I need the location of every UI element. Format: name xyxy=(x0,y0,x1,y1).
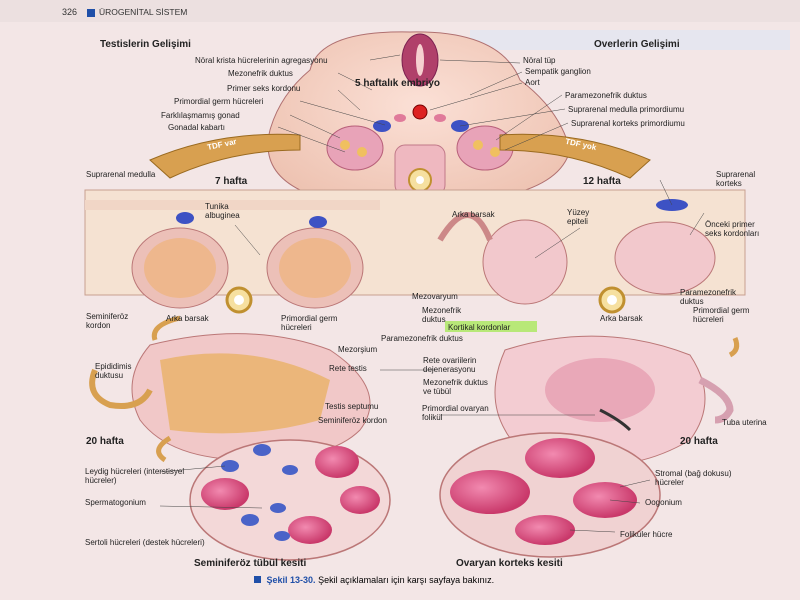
title-20-week-left: 20 hafta xyxy=(86,436,124,447)
figure-caption: Şekil 13-30. Şekil açıklamaları için kar… xyxy=(254,575,494,585)
label-primordial-germ-top: Primordial germ hücreleri xyxy=(174,97,264,106)
label-primordial-germ-right: Primordial germ hücreleri xyxy=(693,306,750,324)
label-uterine-tube: Tuba uterina xyxy=(722,418,767,427)
label-testis-septum: Testis septumu xyxy=(325,402,379,411)
label-mesonephric-duct-top: Mezonefrik duktus xyxy=(228,69,293,78)
label-mesonephric-duct-mid: Mezonefrik duktus xyxy=(422,306,462,324)
label-neural-crest: Nöral krista hücrelerinin agregasyonu xyxy=(195,56,328,65)
label-epididymis: Epididimis duktusu xyxy=(95,362,132,380)
label-hindgut-left: Arka barsak xyxy=(166,314,209,323)
label-seminiferous-cord-left: Seminiferöz kordon xyxy=(86,312,129,330)
label-sympathetic-ganglion: Sempatik ganglion xyxy=(525,67,591,76)
title-20-week-right: 20 hafta xyxy=(680,436,718,447)
label-mesorchium: Mezorşium xyxy=(338,345,378,354)
label-suprarenal-medulla-primordium: Suprarenal medulla primordiumu xyxy=(568,105,685,114)
title-seminiferous-section: Seminiferöz tübül kesiti xyxy=(194,558,307,569)
title-5-week-embryo: 5 haftalık embriyo xyxy=(355,78,441,89)
label-surface-epithelium: Yüzey epiteli xyxy=(567,208,590,226)
label-rete-testis: Rete testis xyxy=(329,364,367,373)
label-stromal-cells: Stromal (bağ dokusu) hücreler xyxy=(655,469,732,487)
label-suprarenal-cortex-primordium: Suprarenal korteks primordiumu xyxy=(571,119,685,128)
label-indifferent-gonad: Farklılaşmamış gonad xyxy=(161,111,240,120)
label-paramesonephric-right: Paramezonefrik duktus xyxy=(680,288,737,306)
label-follicular-cell: Foliküler hücre xyxy=(620,530,673,539)
label-paramesonephric-mid: Paramezonefrik duktus xyxy=(381,334,463,343)
label-mesonephric-duct-tubule: Mezonefrik duktus ve tübül xyxy=(423,378,488,396)
title-7-week: 7 hafta xyxy=(215,176,248,187)
label-previous-sex-cords: Önceki primer seks kordonları xyxy=(705,220,760,238)
caption-text: Şekil açıklamaları için karşı sayfaya ba… xyxy=(318,575,495,585)
label-oogonium: Oogonium xyxy=(645,498,682,507)
label-suprarenal-cortex: Suprarenal korteks xyxy=(716,170,756,188)
caption-marker-icon xyxy=(254,576,261,583)
label-hindgut-center: Arka barsak xyxy=(452,210,495,219)
title-testis-development: Testislerin Gelişimi xyxy=(100,39,191,50)
label-mesovarium: Mezovaryum xyxy=(412,292,458,301)
chapter-title: ÜROGENİTAL SİSTEM xyxy=(99,7,188,17)
label-primordial-germ-left: Primordial germ hücreleri xyxy=(281,314,338,332)
page-number: 326 xyxy=(62,7,78,17)
label-gonadal-ridge: Gonadal kabartı xyxy=(168,123,225,132)
label-paramesonephric-top: Paramezonefrik duktus xyxy=(565,91,647,100)
label-suprarenal-medulla: Suprarenal medulla xyxy=(86,170,156,179)
label-hindgut-right: Arka barsak xyxy=(600,314,643,323)
title-12-week: 12 hafta xyxy=(583,176,621,187)
label-neural-tube: Nöral tüp xyxy=(523,56,556,65)
caption-figure-number: Şekil 13-30. xyxy=(266,575,316,585)
label-leydig-cells: Leydig hücreleri (interstisyel hücreler) xyxy=(85,467,185,485)
label-rete-ovarii: Rete ovariilerin dejenerasyonu xyxy=(423,356,477,374)
label-seminiferous-cord-bottom: Seminiferöz kordon xyxy=(318,416,387,425)
label-tunica-albuginea: Tunika albuginea xyxy=(205,202,240,220)
label-primordial-ovarian-follicle: Primordial ovaryan folikül xyxy=(422,404,489,422)
label-primary-sex-cord: Primer seks kordonu xyxy=(227,84,301,93)
label-sertoli-cells: Sertoli hücreleri (destek hücreleri) xyxy=(85,538,205,547)
title-ovary-development: Overlerin Gelişimi xyxy=(594,39,680,50)
label-spermatogonium: Spermatogonium xyxy=(85,498,146,507)
label-aorta: Aort xyxy=(525,78,540,87)
title-ovarian-cortex-section: Ovaryan korteks kesiti xyxy=(456,558,563,569)
label-cortical-cords: Kortikal kordonlar xyxy=(448,323,511,332)
